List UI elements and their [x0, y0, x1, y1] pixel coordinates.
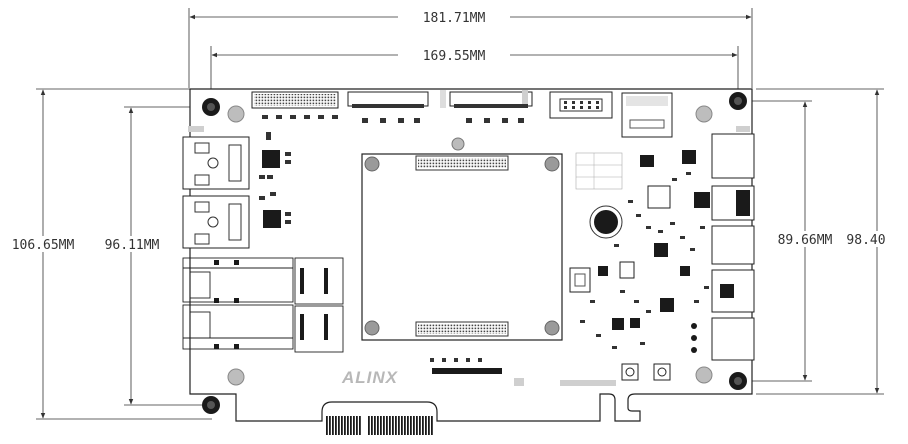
ethernet-phy-chips — [259, 132, 291, 228]
pcie-finger — [335, 416, 337, 435]
power-connector — [569, 267, 591, 293]
config-table — [575, 152, 623, 190]
pcie-finger — [344, 416, 346, 435]
alinx-logo: ALINX — [341, 368, 399, 387]
pcie-finger — [353, 416, 355, 435]
sd-card-slot — [621, 92, 673, 138]
mounting-holes — [202, 92, 747, 414]
pcie-finger — [380, 416, 382, 435]
overall-width-label: 181.71MM — [423, 11, 486, 26]
jtag-connector — [549, 91, 613, 119]
pcie-finger — [410, 416, 412, 435]
right-ics — [598, 150, 710, 330]
pcie-finger — [416, 416, 418, 435]
pcie-edge-connector — [326, 416, 433, 435]
core-module — [361, 137, 563, 341]
pcie-finger — [332, 416, 334, 435]
pcie-finger — [413, 416, 415, 435]
ffc-connector-left — [347, 91, 429, 123]
sfp-connectors — [214, 260, 328, 349]
pcie-finger — [371, 416, 373, 435]
pcie-finger — [425, 416, 427, 435]
pcie-finger — [326, 416, 328, 435]
pcie-finger — [392, 416, 394, 435]
pcie-finger — [398, 416, 400, 435]
pcie-finger — [359, 416, 361, 435]
pcie-finger — [377, 416, 379, 435]
pcie-finger — [401, 416, 403, 435]
light-markings — [188, 90, 750, 386]
pcie-finger — [422, 416, 424, 435]
pcie-finger — [383, 416, 385, 435]
ffc-connector-right — [449, 91, 533, 123]
overall-height-left-label: 106.65MM — [12, 238, 75, 253]
pcie-finger — [407, 416, 409, 435]
pcie-finger — [341, 416, 343, 435]
pcie-finger — [329, 416, 331, 435]
pcie-finger — [386, 416, 388, 435]
pcie-finger — [395, 416, 397, 435]
hole-span-height-right-label: 89.66MM — [778, 233, 833, 248]
push-buttons — [621, 363, 671, 381]
pcie-finger — [356, 416, 358, 435]
pcie-finger — [350, 416, 352, 435]
top-pin-header — [251, 91, 339, 119]
pcie-finger — [347, 416, 349, 435]
pcie-finger — [374, 416, 376, 435]
pcie-finger — [404, 416, 406, 435]
hole-span-width-label: 169.55MM — [423, 49, 486, 64]
overall-height-right-label: 98.40 — [846, 233, 885, 248]
ethernet-ports — [182, 136, 250, 249]
pcie-finger — [389, 416, 391, 435]
pcie-finger — [338, 416, 340, 435]
small-passives — [580, 172, 709, 349]
pcie-finger — [419, 416, 421, 435]
pcie-finger — [431, 416, 433, 435]
pcie-finger — [368, 416, 370, 435]
bottom-ffc-connector — [430, 358, 502, 374]
hole-span-height-left-label: 96.11MM — [105, 238, 160, 253]
right-edge-ports — [691, 133, 755, 361]
battery-holder — [589, 205, 623, 239]
pcie-finger — [428, 416, 430, 435]
